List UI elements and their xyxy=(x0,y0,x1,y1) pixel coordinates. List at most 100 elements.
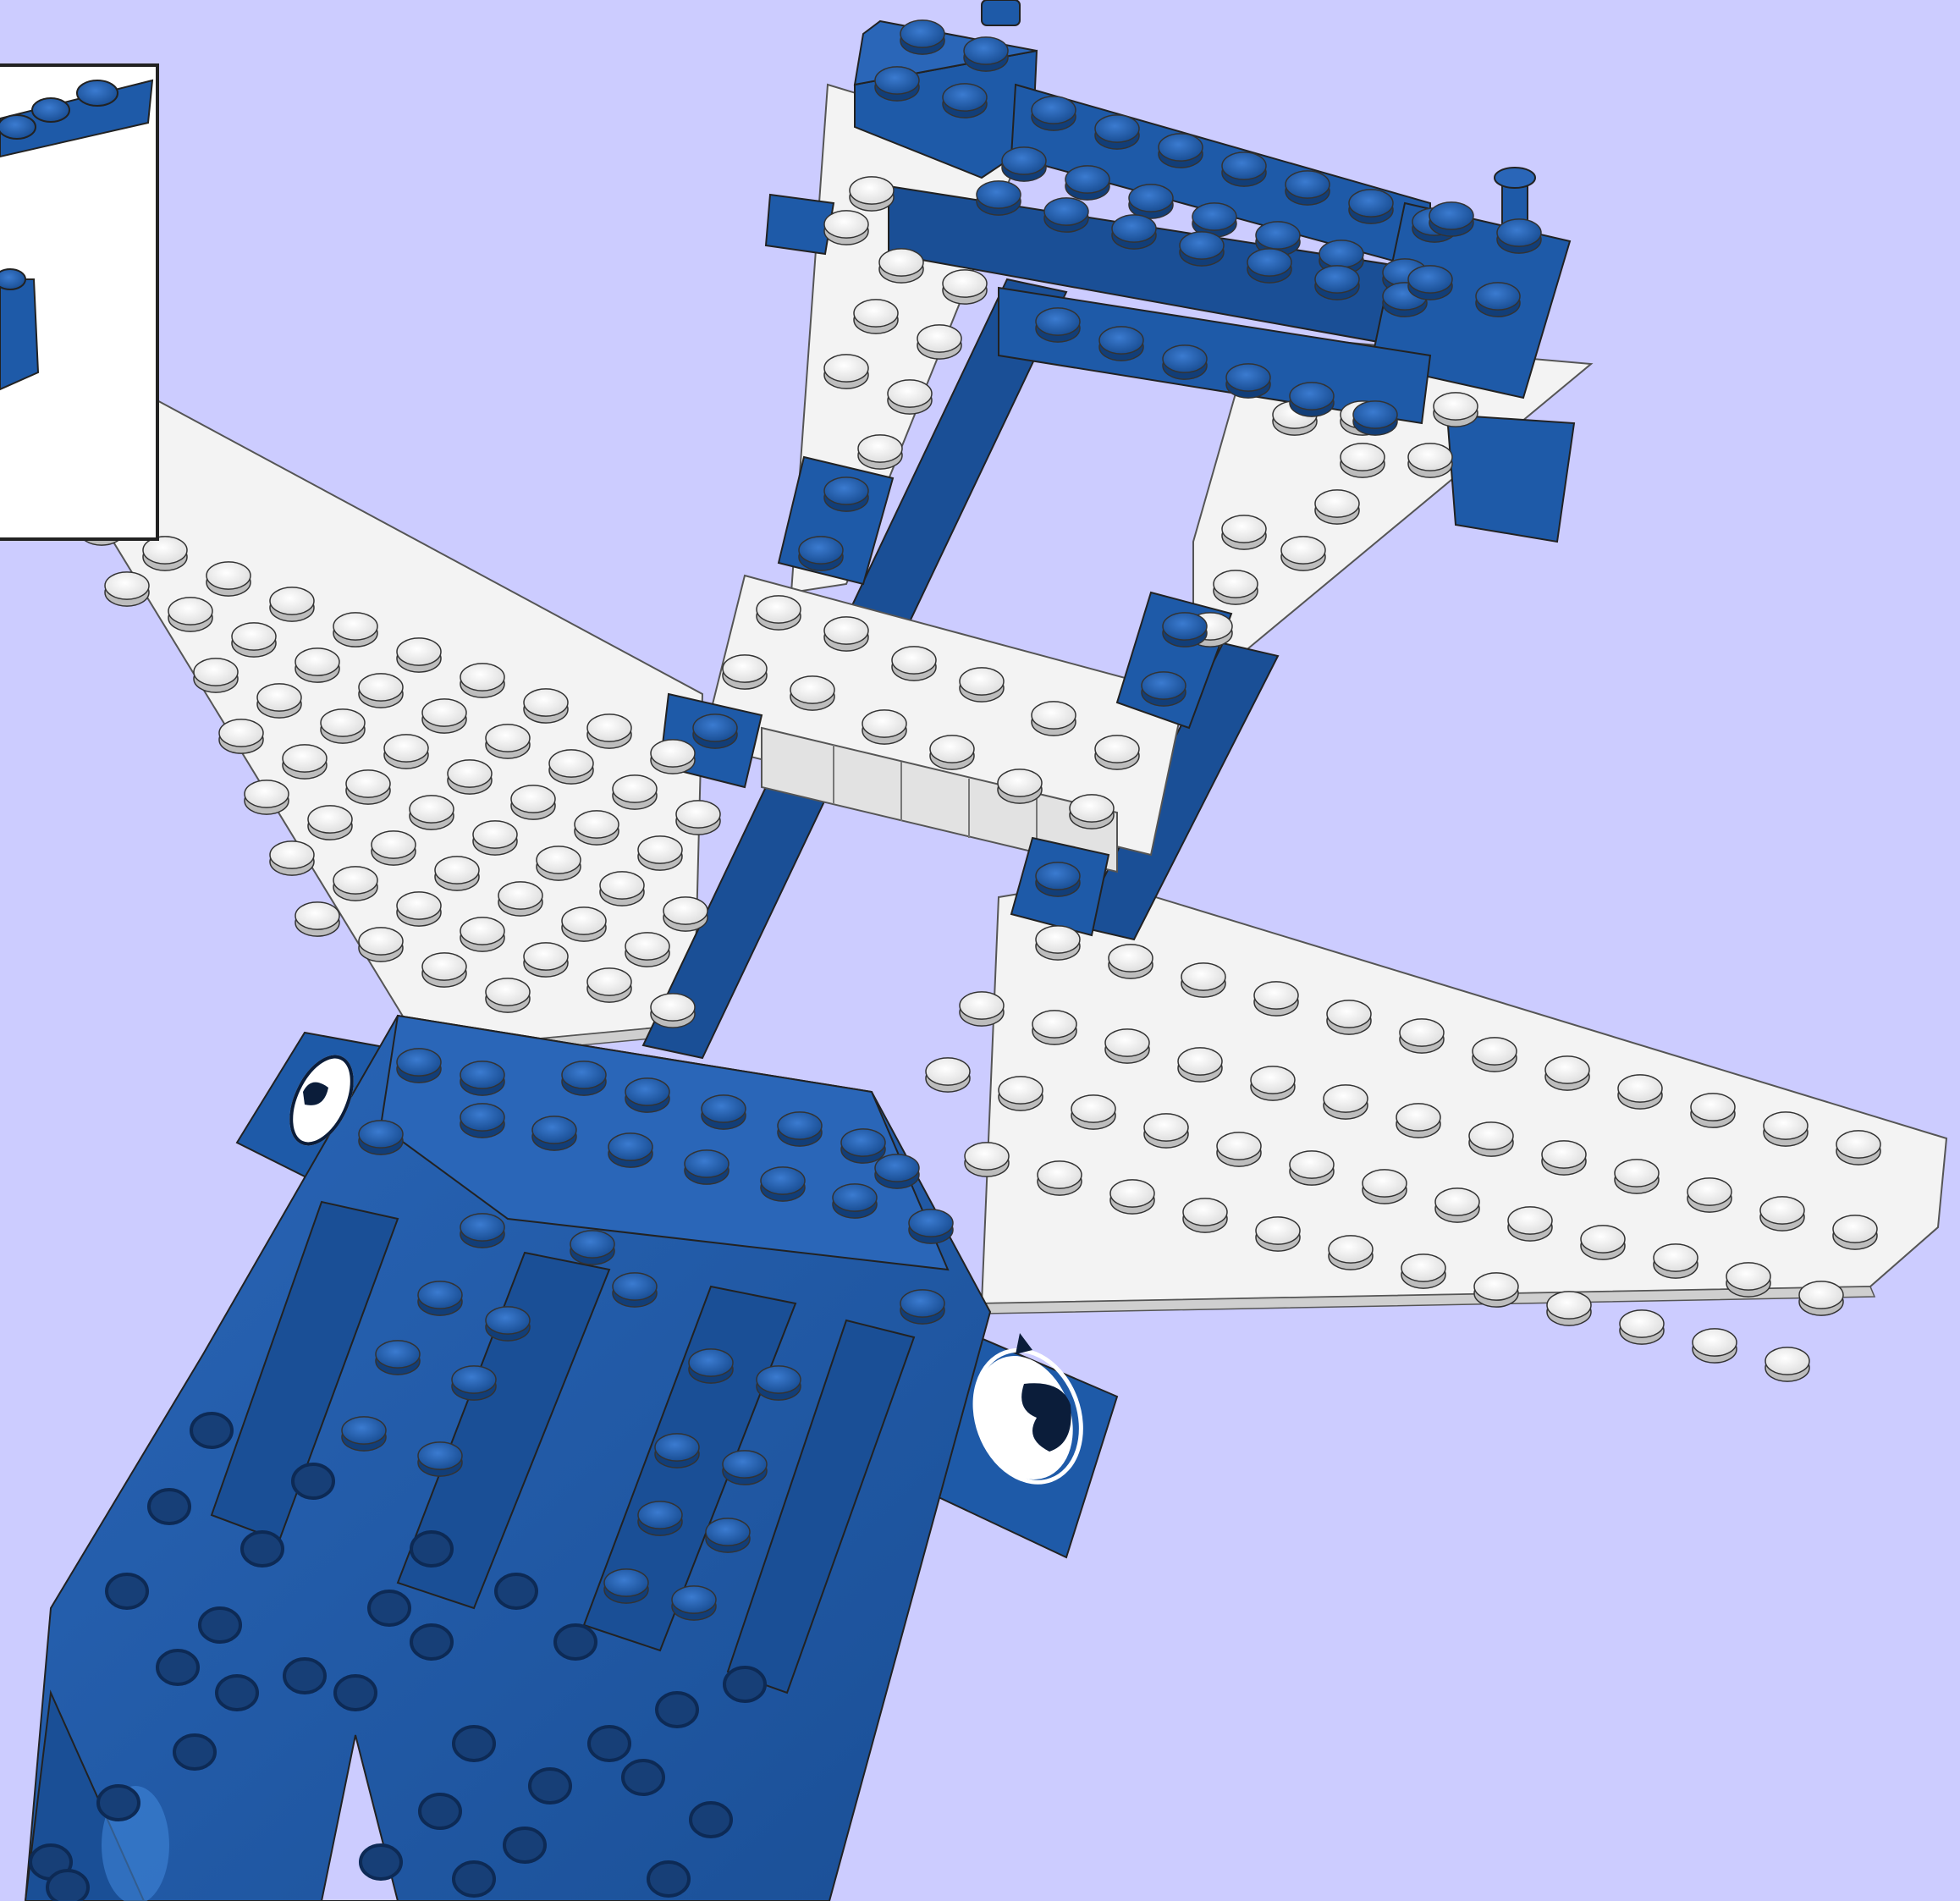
stud xyxy=(342,1417,386,1444)
stud xyxy=(1222,152,1266,179)
stud xyxy=(1032,1011,1076,1038)
stud xyxy=(608,1133,652,1160)
stud xyxy=(1353,401,1397,428)
stud xyxy=(1044,198,1088,225)
stud xyxy=(943,84,987,111)
stud xyxy=(570,1231,614,1258)
stud xyxy=(1799,1281,1843,1309)
stud xyxy=(397,1049,441,1076)
technic-hole xyxy=(496,1574,537,1608)
stud xyxy=(1497,219,1541,246)
stud xyxy=(384,735,428,762)
stud xyxy=(799,537,843,564)
stud xyxy=(1581,1226,1625,1253)
stud xyxy=(194,658,238,686)
stud xyxy=(1693,1329,1737,1356)
stud xyxy=(270,841,314,868)
stud xyxy=(1251,1066,1295,1094)
stud xyxy=(892,647,936,674)
stud xyxy=(1401,1254,1445,1281)
stud xyxy=(105,572,149,599)
stud xyxy=(257,684,301,711)
stud xyxy=(1036,862,1080,890)
stud xyxy=(858,435,902,462)
stud xyxy=(651,740,695,767)
stud xyxy=(1071,1095,1115,1122)
stud xyxy=(418,1281,462,1309)
stud xyxy=(486,1307,530,1334)
technic-hole xyxy=(420,1794,460,1828)
stud xyxy=(1349,190,1393,217)
stud xyxy=(537,846,581,873)
stud xyxy=(1095,736,1139,763)
stud xyxy=(926,1058,970,1085)
stud xyxy=(841,1129,885,1156)
stud xyxy=(418,1442,462,1469)
technic-hole xyxy=(411,1625,452,1659)
stud xyxy=(625,1078,669,1105)
stud xyxy=(1327,1000,1371,1028)
stud xyxy=(909,1209,953,1237)
stud xyxy=(1764,1112,1808,1139)
stud xyxy=(862,710,906,737)
stud xyxy=(1363,1170,1407,1197)
technic-hole xyxy=(335,1676,376,1710)
stud xyxy=(1038,1161,1082,1188)
stud xyxy=(452,1366,496,1393)
stud xyxy=(321,709,365,736)
stud xyxy=(854,300,898,327)
stud xyxy=(1620,1310,1664,1337)
stud xyxy=(397,892,441,919)
stud xyxy=(410,796,454,823)
technic-hole xyxy=(217,1676,257,1710)
stud xyxy=(778,1112,822,1139)
technic-hole xyxy=(107,1574,147,1608)
stud xyxy=(943,270,987,297)
stud xyxy=(757,596,801,623)
stud xyxy=(900,20,944,47)
stud xyxy=(1217,1132,1261,1160)
stud xyxy=(1032,702,1076,729)
stud xyxy=(486,725,530,752)
stud xyxy=(706,1518,750,1546)
stud xyxy=(1408,444,1452,471)
technic-hole xyxy=(504,1828,545,1862)
stud xyxy=(359,674,403,701)
technic-hole xyxy=(191,1413,232,1447)
stud xyxy=(1183,1198,1227,1226)
technic-hole xyxy=(657,1693,697,1727)
stud xyxy=(1691,1094,1735,1121)
stud xyxy=(693,714,737,741)
technic-hole xyxy=(47,1871,88,1901)
stud xyxy=(1315,266,1359,293)
stud xyxy=(824,477,868,504)
stud xyxy=(1142,672,1186,699)
stud xyxy=(1036,926,1080,953)
stud xyxy=(587,968,631,995)
stud xyxy=(359,928,403,955)
stud xyxy=(372,831,416,858)
stud xyxy=(460,1104,504,1131)
stud xyxy=(562,907,606,934)
stud xyxy=(1112,215,1156,242)
stud xyxy=(965,1143,1009,1170)
stud xyxy=(761,1167,805,1194)
technic-hole xyxy=(724,1667,765,1701)
stud xyxy=(1095,115,1139,142)
stud xyxy=(676,801,720,828)
stud xyxy=(1618,1075,1662,1102)
stud xyxy=(685,1150,729,1177)
technic-hole xyxy=(284,1659,325,1693)
stud xyxy=(1099,327,1143,354)
stud xyxy=(638,1502,682,1529)
stud xyxy=(651,994,695,1021)
stud xyxy=(1542,1141,1586,1168)
stud xyxy=(757,1366,801,1393)
stud xyxy=(1032,96,1076,124)
stud xyxy=(833,1184,877,1211)
stud xyxy=(998,769,1042,796)
stud xyxy=(1760,1197,1804,1224)
technic-hole xyxy=(242,1532,283,1566)
stud xyxy=(1070,795,1114,822)
stud xyxy=(1254,982,1298,1009)
